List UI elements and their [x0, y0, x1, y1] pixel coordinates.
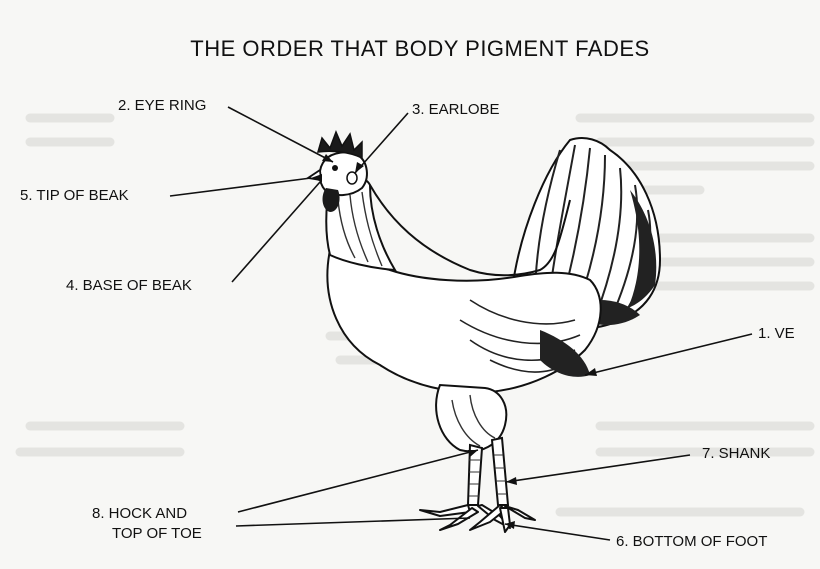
eye — [332, 165, 338, 171]
label-earlobe: 3. EARLOBE — [412, 100, 500, 120]
earlobe-shape — [347, 172, 357, 184]
label-bottom-of-foot: 6. BOTTOM OF FOOT — [616, 532, 767, 552]
label-tip-of-beak: 5. TIP OF BEAK — [20, 186, 129, 206]
label-eye-ring: 2. EYE RING — [118, 96, 206, 116]
label-hock-line1: 8. HOCK AND — [92, 504, 187, 524]
label-shank: 7. SHANK — [702, 444, 770, 464]
label-hock-line2: TOP OF TOE — [112, 524, 202, 544]
label-vent: 1. VE — [758, 324, 795, 344]
label-base-of-beak: 4. BASE OF BEAK — [66, 276, 192, 296]
